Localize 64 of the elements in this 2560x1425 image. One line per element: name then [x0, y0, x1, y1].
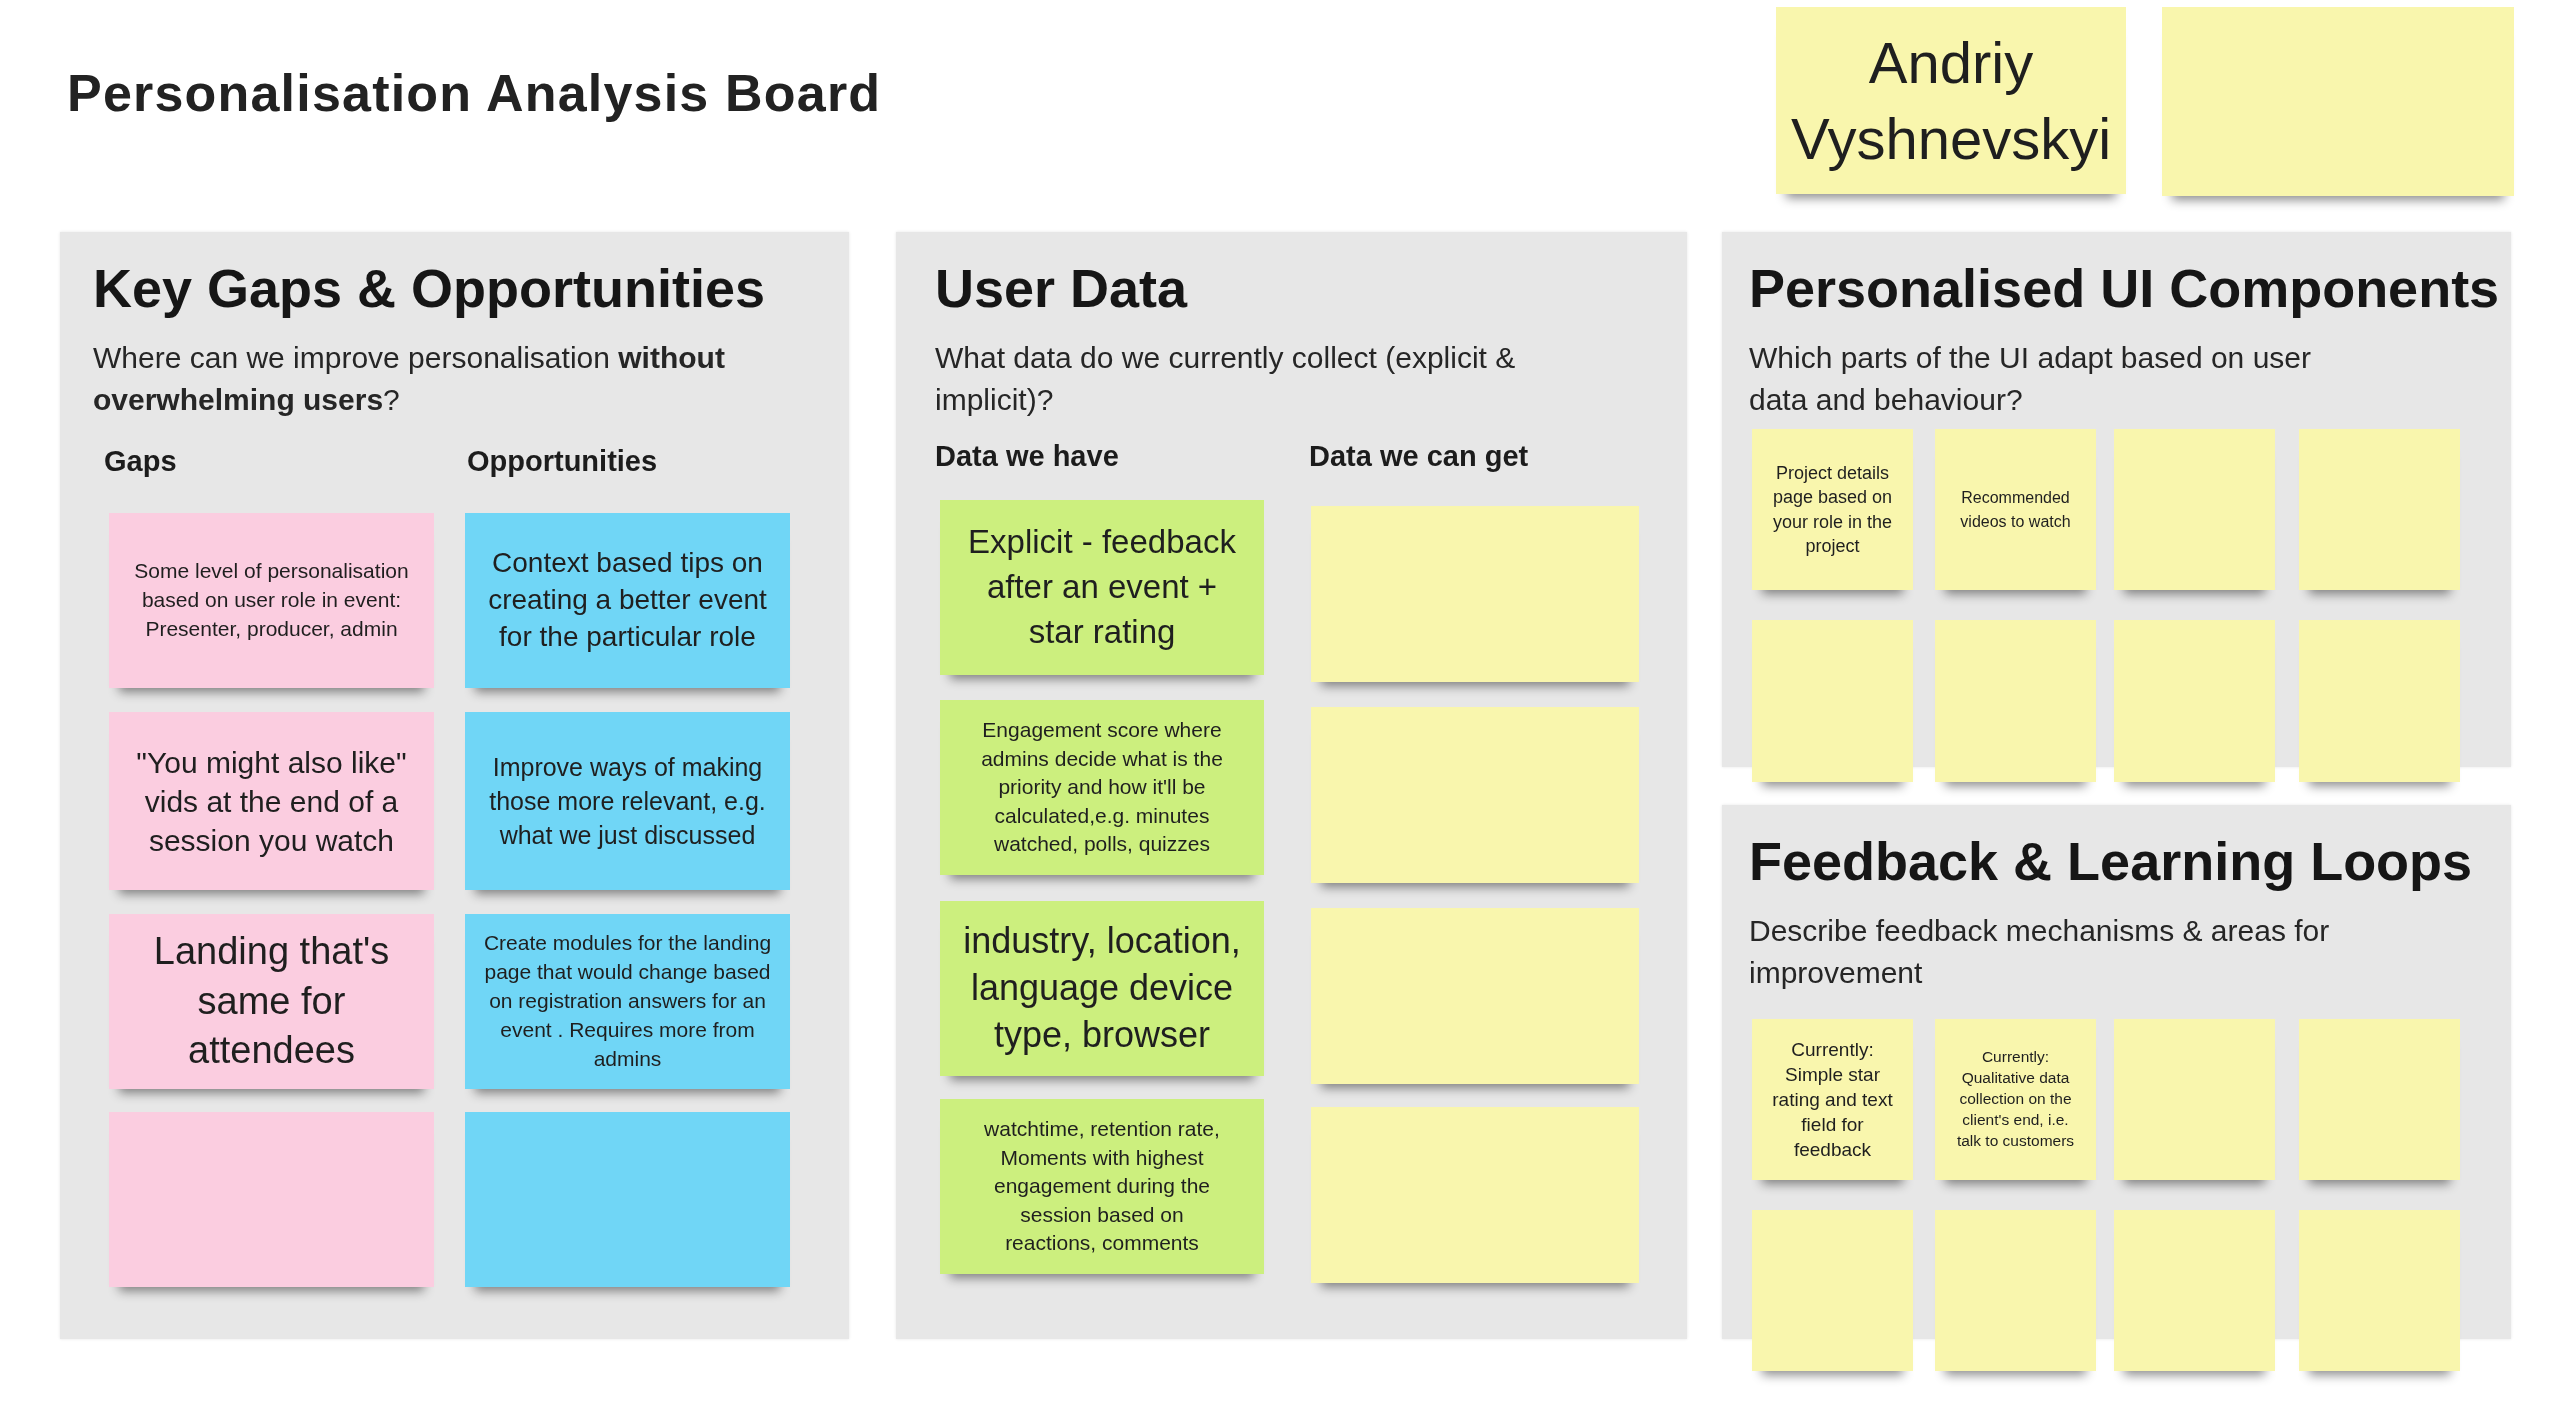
- sticky-note: [465, 1112, 790, 1287]
- sticky-note: [2114, 1210, 2275, 1371]
- sticky-note: [2114, 1019, 2275, 1180]
- board-panel: [60, 232, 849, 1339]
- panel-heading: Key Gaps & Opportunities: [93, 257, 766, 320]
- sticky-note: [1311, 707, 1639, 883]
- note-text: Some level of personalisation based on user role in event: Presenter, producer, admin: [133, 558, 410, 642]
- sticky-note: [940, 500, 1264, 675]
- sticky-note: [2114, 429, 2275, 590]
- note-text: Currently: Qualitative data collection on the client's end, i.e. talk to customers: [1955, 1047, 2076, 1151]
- sticky-note: [109, 914, 434, 1089]
- column-heading: Data we have: [935, 439, 1119, 474]
- sticky-note: [1311, 908, 1639, 1084]
- sticky-note: [109, 1112, 434, 1287]
- panel-prompt: Where can we improve personalisation without overwhelming users?: [93, 340, 726, 418]
- note-text: Andriy Vyshnevskyi: [1789, 29, 2113, 173]
- panel-heading: Feedback & Learning Loops: [1749, 830, 2473, 893]
- sticky-note: [2162, 7, 2514, 196]
- note-text: Explicit - feedback after an event + star rating: [967, 522, 1237, 652]
- panel-heading: User Data: [935, 257, 1188, 320]
- note-text: Create modules for the landing page that would change based on registration answers for an event . Requires more from admins: [482, 930, 773, 1072]
- column-heading: Gaps: [104, 444, 177, 479]
- note-text: Currently: Simple star rating and text field for feedback: [1772, 1037, 1893, 1163]
- sticky-note: [1935, 1210, 2096, 1371]
- sticky-note: [109, 712, 434, 890]
- sticky-note: [940, 1099, 1264, 1274]
- sticky-note: [465, 712, 790, 890]
- sticky-note: [2299, 620, 2460, 782]
- sticky-note: [1311, 506, 1639, 682]
- sticky-note: [1752, 429, 1913, 590]
- panel-prompt: Describe feedback mechanisms & areas for improvement: [1749, 913, 2331, 991]
- sticky-note: [940, 700, 1264, 875]
- sticky-note: [465, 914, 790, 1089]
- sticky-note: [940, 901, 1264, 1076]
- board-panel: [896, 232, 1687, 1339]
- note-text: Project details page based on your role in the project: [1771, 461, 1894, 558]
- note-text: Engagement score where admins decide what is the priority and how it'll be calculated,e.g. minutes watched, polls, quizzes: [980, 717, 1224, 858]
- sticky-note: [1935, 620, 2096, 782]
- note-text: "You might also like" vids at the end of a session you watch: [135, 744, 408, 859]
- note-text: Context based tips on creating a better event for the particular role: [487, 546, 768, 654]
- sticky-note: [1935, 1019, 2096, 1180]
- sticky-note: [2299, 429, 2460, 590]
- sticky-note: [1752, 1210, 1913, 1371]
- board-title: Personalisation Analysis Board: [67, 63, 882, 124]
- panel-heading: Personalised UI Components: [1749, 257, 2500, 320]
- column-heading: Data we can get: [1309, 439, 1529, 474]
- sticky-note: [109, 513, 434, 688]
- panel-prompt: What data do we currently collect (explicit & implicit)?: [935, 340, 1517, 418]
- note-text: Landing that's same for attendees: [152, 929, 391, 1074]
- note-text: Improve ways of making those more relevant, e.g. what we just discussed: [488, 752, 767, 851]
- note-text: watchtime, retention rate, Moments with highest engagement during the session based on reactions, comments: [983, 1116, 1221, 1257]
- sticky-note: [2114, 620, 2275, 782]
- sticky-note: [1752, 620, 1913, 782]
- sticky-note: [1311, 1107, 1639, 1283]
- sticky-note: [2299, 1019, 2460, 1180]
- note-text: Recommended videos to watch: [1959, 488, 2072, 532]
- sticky-note: [1776, 7, 2126, 194]
- column-heading: Opportunities: [467, 444, 658, 479]
- panel-prompt: Which parts of the UI adapt based on user data and behaviour?: [1749, 340, 2312, 418]
- sticky-note: [1752, 1019, 1913, 1180]
- sticky-note: [1935, 429, 2096, 590]
- note-text: industry, location, language device type, browser: [962, 919, 1242, 1057]
- sticky-note: [465, 513, 790, 688]
- sticky-note: [2299, 1210, 2460, 1371]
